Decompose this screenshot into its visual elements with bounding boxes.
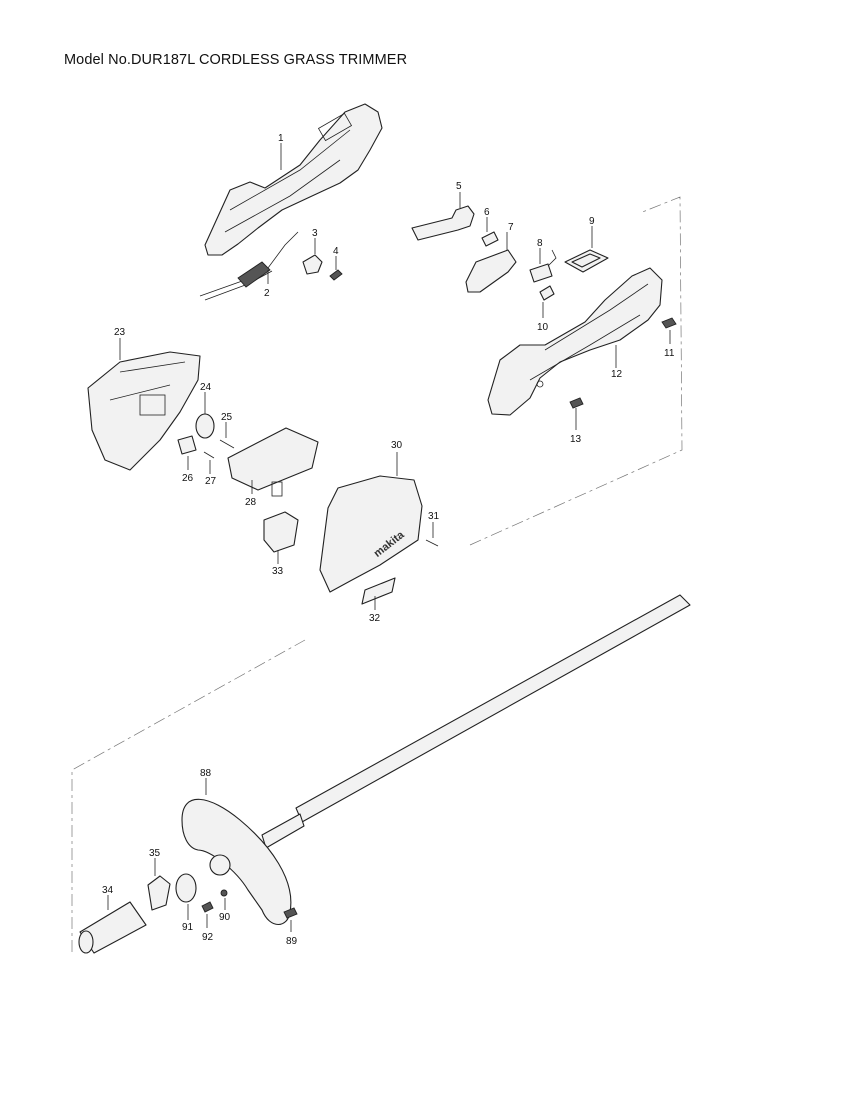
callout-labels: 1 2 3 4 5 6 7 8 9 10 11 12 13 23 24 25 2… [102,133,675,947]
callout-34: 34 [102,885,114,896]
part-35-bracket [147,858,171,911]
callout-24: 24 [200,382,212,393]
callout-26: 26 [182,473,194,484]
callout-10: 10 [537,322,549,333]
callout-4: 4 [333,246,339,257]
callout-88: 88 [200,768,212,779]
part-8-switch [529,248,557,283]
part-7-switch-trigger [465,232,517,293]
callout-8: 8 [537,238,543,249]
part-25-pin [219,422,235,449]
part-30-cover-housing: makita [319,452,423,593]
callout-13: 13 [570,434,582,445]
callout-5: 5 [456,181,462,192]
shaft-pipe [261,594,691,849]
part-13-screw [569,397,584,430]
part-24-band [195,392,215,439]
callout-12: 12 [611,369,623,380]
callout-92: 92 [202,932,214,943]
callout-89: 89 [286,936,298,947]
part-10-spring [539,285,555,318]
callout-30: 30 [391,440,403,451]
assembly-boundary-lines [71,196,683,952]
part-90-nut [220,889,228,910]
callout-31: 31 [428,511,440,522]
callout-6: 6 [484,207,490,218]
part-32-label [361,577,396,610]
callout-91: 91 [182,922,194,933]
part-27-screw [203,451,215,474]
callout-27: 27 [205,476,217,487]
part-34-grip [78,895,147,954]
part-23-housing [87,338,201,471]
callout-35: 35 [149,848,161,859]
callout-33: 33 [272,566,284,577]
part-12-rear-handle [487,267,663,416]
part-6-spring [481,217,499,247]
callout-32: 32 [369,613,381,624]
part-31-screw [425,522,439,547]
part-11-screw [661,317,677,344]
part-5-lock-lever [411,192,475,241]
callout-11: 11 [664,348,675,359]
part-91-clamp-ring [175,873,197,920]
callout-28: 28 [245,497,257,508]
part-26-clip [177,435,197,470]
part-1-handle-housing [204,103,383,256]
callout-90: 90 [219,912,231,923]
part-92-screw [201,901,214,928]
callout-25: 25 [221,412,233,423]
page-title: Model No.DUR187L CORDLESS GRASS TRIMMER [64,52,408,68]
part-9-button [564,226,609,273]
callout-3: 3 [312,228,318,239]
callout-9: 9 [589,216,595,227]
callout-23: 23 [114,327,126,338]
part-2-cord [199,231,299,301]
part-89-screw [283,907,298,932]
part-3-cord-clamp [302,238,323,275]
callout-7: 7 [508,222,514,233]
callout-2: 2 [264,288,270,299]
part-4-screw [329,256,343,281]
part-33-terminal [263,511,299,564]
part-88-loop-handle [181,778,292,926]
part-28-controller [227,427,319,497]
callout-1: 1 [278,133,284,144]
